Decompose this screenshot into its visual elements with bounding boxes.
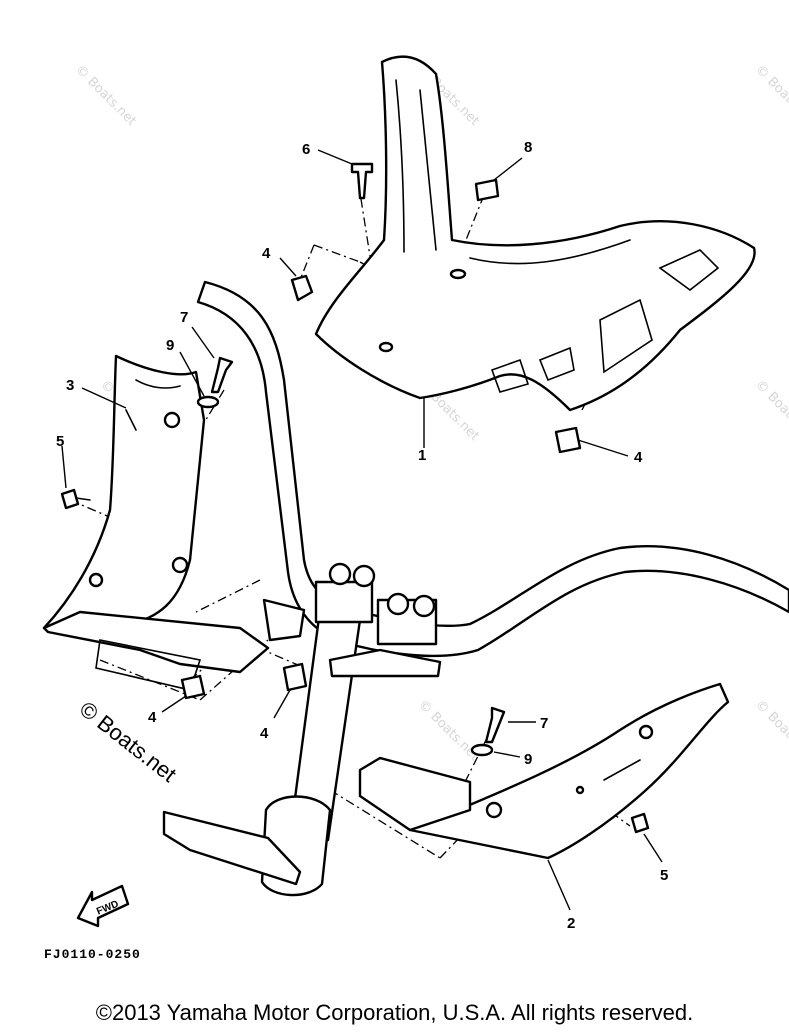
screw-part-7 [210,356,234,394]
watermark: © Boats.net [72,62,139,129]
grommet-part-4 [180,674,206,700]
callout-1: 1 [418,447,426,464]
callouts: 1 2 3 4 4 4 4 4 5 5 6 7 7 8 9 9 [56,139,668,932]
left-cover [42,354,270,691]
callout-4: 4 [262,245,271,262]
watermark: © Boats.net [415,697,482,764]
grommet-part-4 [554,426,582,454]
callout-4: 4 [634,449,643,466]
callout-5: 5 [660,867,668,884]
bolt-part-5 [60,488,80,510]
grommet-part-4 [282,662,308,692]
watermark: © Boats.net [752,377,789,444]
grommet-part-4 [290,274,314,302]
washer-part-9 [470,743,494,757]
diagram-code: FJ0110-0250 [44,947,141,962]
nut-part-8 [474,178,500,202]
bolt-part-5 [630,812,650,834]
callout-4: 4 [260,725,269,742]
upper-cover [314,55,756,412]
washer-part-9 [196,395,220,409]
callout-2: 2 [567,915,575,932]
callout-4: 4 [148,709,157,726]
fwd-arrow-icon: FWD [76,884,130,928]
callout-3: 3 [66,377,74,394]
parts-diagram: © Boats.net © Boats.net © Boats.net © Bo… [42,55,789,962]
callout-6: 6 [302,141,310,158]
watermark: © Boats.net [752,62,789,129]
copyright-notice: ©2013 Yamaha Motor Corporation, U.S.A. A… [95,1000,694,1025]
callout-7: 7 [540,715,548,732]
steering-column [162,562,442,897]
callout-9: 9 [166,337,174,354]
screw-part-7 [484,706,506,744]
callout-5: 5 [56,433,64,450]
callout-7: 7 [180,309,188,326]
callout-9: 9 [524,751,532,768]
leader-lines [61,149,663,911]
lower-right-cover [358,682,730,860]
callout-8: 8 [524,139,532,156]
fasteners [60,162,650,834]
screw-part-6 [350,162,374,200]
watermark: © Boats.net [752,697,789,764]
